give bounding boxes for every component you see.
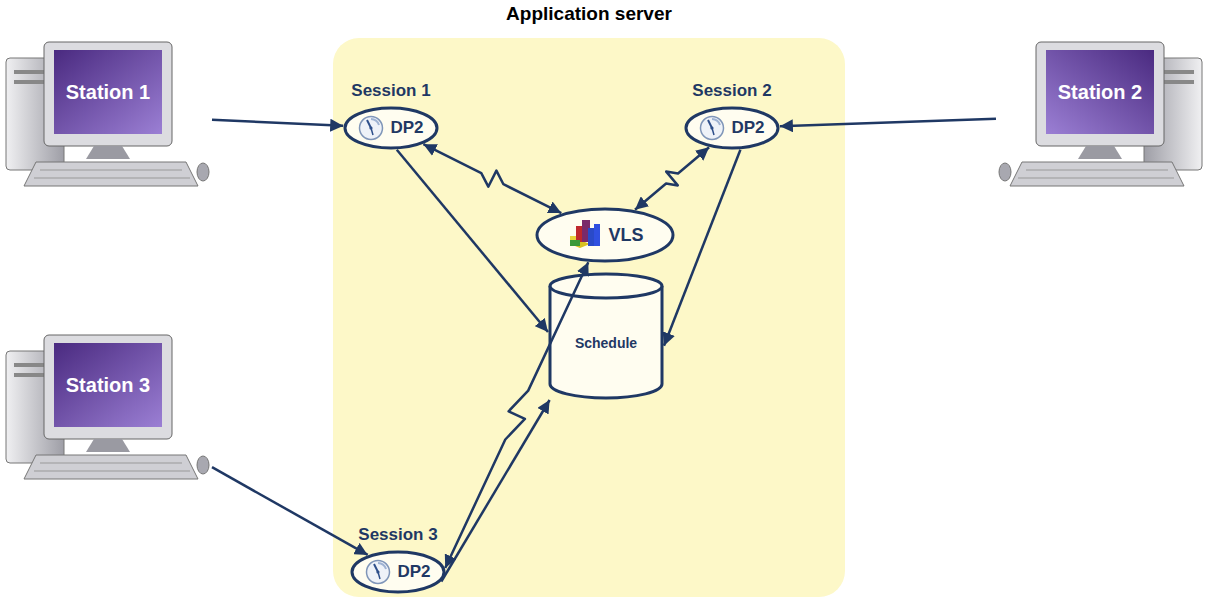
arrow-connector bbox=[212, 120, 343, 126]
process-name: DP2 bbox=[390, 118, 423, 138]
ellipse-content: VLS bbox=[535, 207, 675, 263]
arrow-connector bbox=[780, 119, 996, 127]
panel-title: Application server bbox=[333, 3, 845, 25]
ellipse-content: DP2 bbox=[343, 106, 439, 150]
arrow-connector bbox=[664, 150, 740, 346]
arrow-connector bbox=[212, 467, 368, 555]
computer-icon bbox=[2, 333, 212, 483]
station-node: Station 1 bbox=[2, 40, 212, 190]
server-name: VLS bbox=[608, 225, 643, 246]
station-node: Station 2 bbox=[996, 40, 1206, 190]
arrow-connector bbox=[441, 400, 549, 582]
process-name: DP2 bbox=[397, 562, 430, 582]
chart-icon bbox=[566, 218, 602, 252]
session-ellipse: DP2Session 1 bbox=[343, 106, 439, 150]
computer-icon bbox=[996, 40, 1206, 190]
process-name: DP2 bbox=[731, 118, 764, 138]
station-label: Station 1 bbox=[54, 50, 162, 134]
computer-icon bbox=[2, 40, 212, 190]
database-label: Schedule bbox=[575, 335, 637, 351]
session-ellipse: DP2Session 3 bbox=[350, 550, 446, 594]
session-heading: Session 1 bbox=[351, 81, 430, 101]
ellipse-content: DP2 bbox=[684, 106, 780, 150]
station-node: Station 3 bbox=[2, 333, 212, 483]
database-cylinder: Schedule bbox=[548, 272, 664, 400]
cylinder-content: Schedule bbox=[548, 286, 664, 400]
session-heading: Session 3 bbox=[358, 525, 437, 545]
server-panel: Application serverDP2Session 1DP2Session… bbox=[333, 38, 845, 597]
clock-icon bbox=[699, 115, 725, 141]
station-label: Station 3 bbox=[54, 343, 162, 427]
arrow-connector bbox=[397, 150, 548, 332]
clock-icon bbox=[365, 559, 391, 585]
session-heading: Session 2 bbox=[692, 81, 771, 101]
link-connector bbox=[635, 147, 709, 209]
station-label: Station 2 bbox=[1046, 50, 1154, 134]
clock-icon bbox=[358, 115, 384, 141]
vls-ellipse: VLS bbox=[535, 207, 675, 263]
ellipse-content: DP2 bbox=[350, 550, 446, 594]
ellipse-outline bbox=[535, 207, 675, 263]
link-connector bbox=[445, 262, 588, 568]
session-ellipse: DP2Session 2 bbox=[684, 106, 780, 150]
link-connector bbox=[423, 144, 561, 213]
